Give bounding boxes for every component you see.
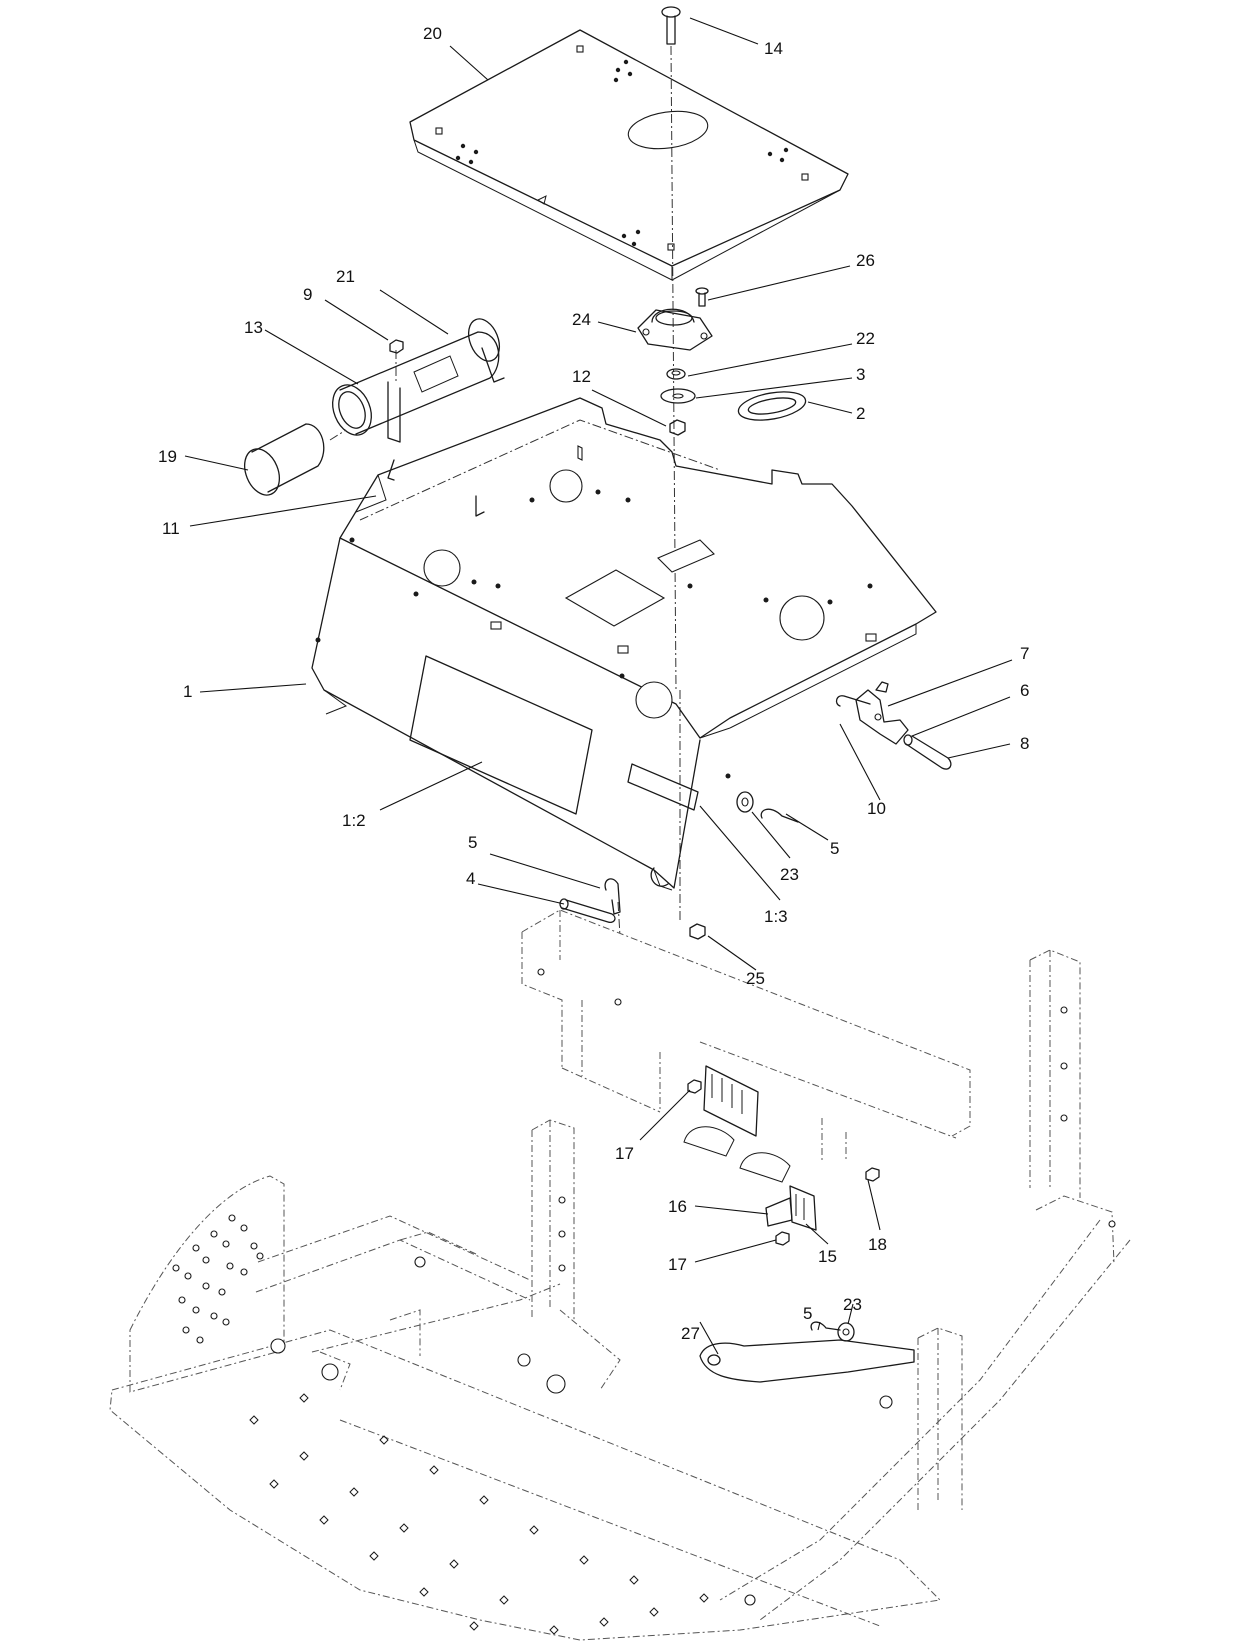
callout-9: 9 [303,285,313,304]
washer-23-lower [837,1322,855,1342]
nut-12 [669,419,686,436]
callout-24: 24 [572,310,591,329]
callout-14: 14 [764,39,783,58]
callout-16: 16 [668,1197,687,1216]
pre-cleaner [244,423,325,496]
callout-3: 3 [856,365,866,384]
callout-25: 25 [746,969,765,988]
bolt-26 [695,287,709,307]
callout-2: 2 [856,404,866,423]
callout-22: 22 [856,329,875,348]
callout-17-upper: 17 [615,1144,634,1163]
callout-1-3: 1:3 [764,907,788,926]
callout-12: 12 [572,367,591,386]
washer-3 [660,388,696,404]
callout-4: 4 [466,869,476,888]
washer-23 [736,791,754,813]
callout-15: 15 [818,1247,837,1266]
nut-25 [689,923,706,940]
relay-switch-assembly [683,1065,791,1183]
callout-5-latch: 5 [830,839,840,858]
isolator-mount [637,308,713,351]
interlock-switch [765,1185,817,1231]
nut-22 [666,368,686,380]
callout-8: 8 [1020,734,1030,753]
hair-pin-upper [604,878,621,915]
bolt-17-lower [775,1231,790,1246]
callout-19: 19 [158,447,177,466]
hair-pin-5-lower [810,1321,841,1331]
frame-holes [172,968,1116,1606]
callout-18: 18 [868,1235,887,1254]
callout-6: 6 [1020,681,1030,700]
callout-21: 21 [336,267,355,286]
callout-26: 26 [856,251,875,270]
seat-mount-plate [409,29,849,281]
callout-23-deck: 23 [780,865,799,884]
callout-5-lower: 5 [803,1304,813,1323]
bolt-17-upper [687,1079,702,1094]
hinge-pin [559,898,616,924]
callout-1: 1 [183,682,193,701]
main-frame [109,909,1131,1641]
seat-latch [835,681,952,770]
callout-5-hinge: 5 [468,833,478,852]
callout-7: 7 [1020,644,1030,663]
grommet [737,391,807,421]
support-rod [699,1339,915,1383]
hair-pin-5 [760,808,799,823]
callout-10: 10 [867,799,886,818]
callout-11: 11 [162,519,180,538]
leader-lines [184,17,1013,1355]
callout-23-lower: 23 [843,1295,862,1314]
callout-17-lower: 17 [668,1255,687,1274]
pivot-bolt [661,6,681,45]
air-cleaner [332,318,505,443]
callout-20: 20 [423,24,442,43]
seat-deck [311,397,937,891]
nut-9 [389,339,404,354]
floor-plate-pattern [249,1393,709,1635]
callout-27: 27 [681,1324,700,1343]
callout-1-2: 1:2 [342,811,366,830]
callout-13: 13 [244,318,263,337]
nut-18 [865,1167,880,1182]
